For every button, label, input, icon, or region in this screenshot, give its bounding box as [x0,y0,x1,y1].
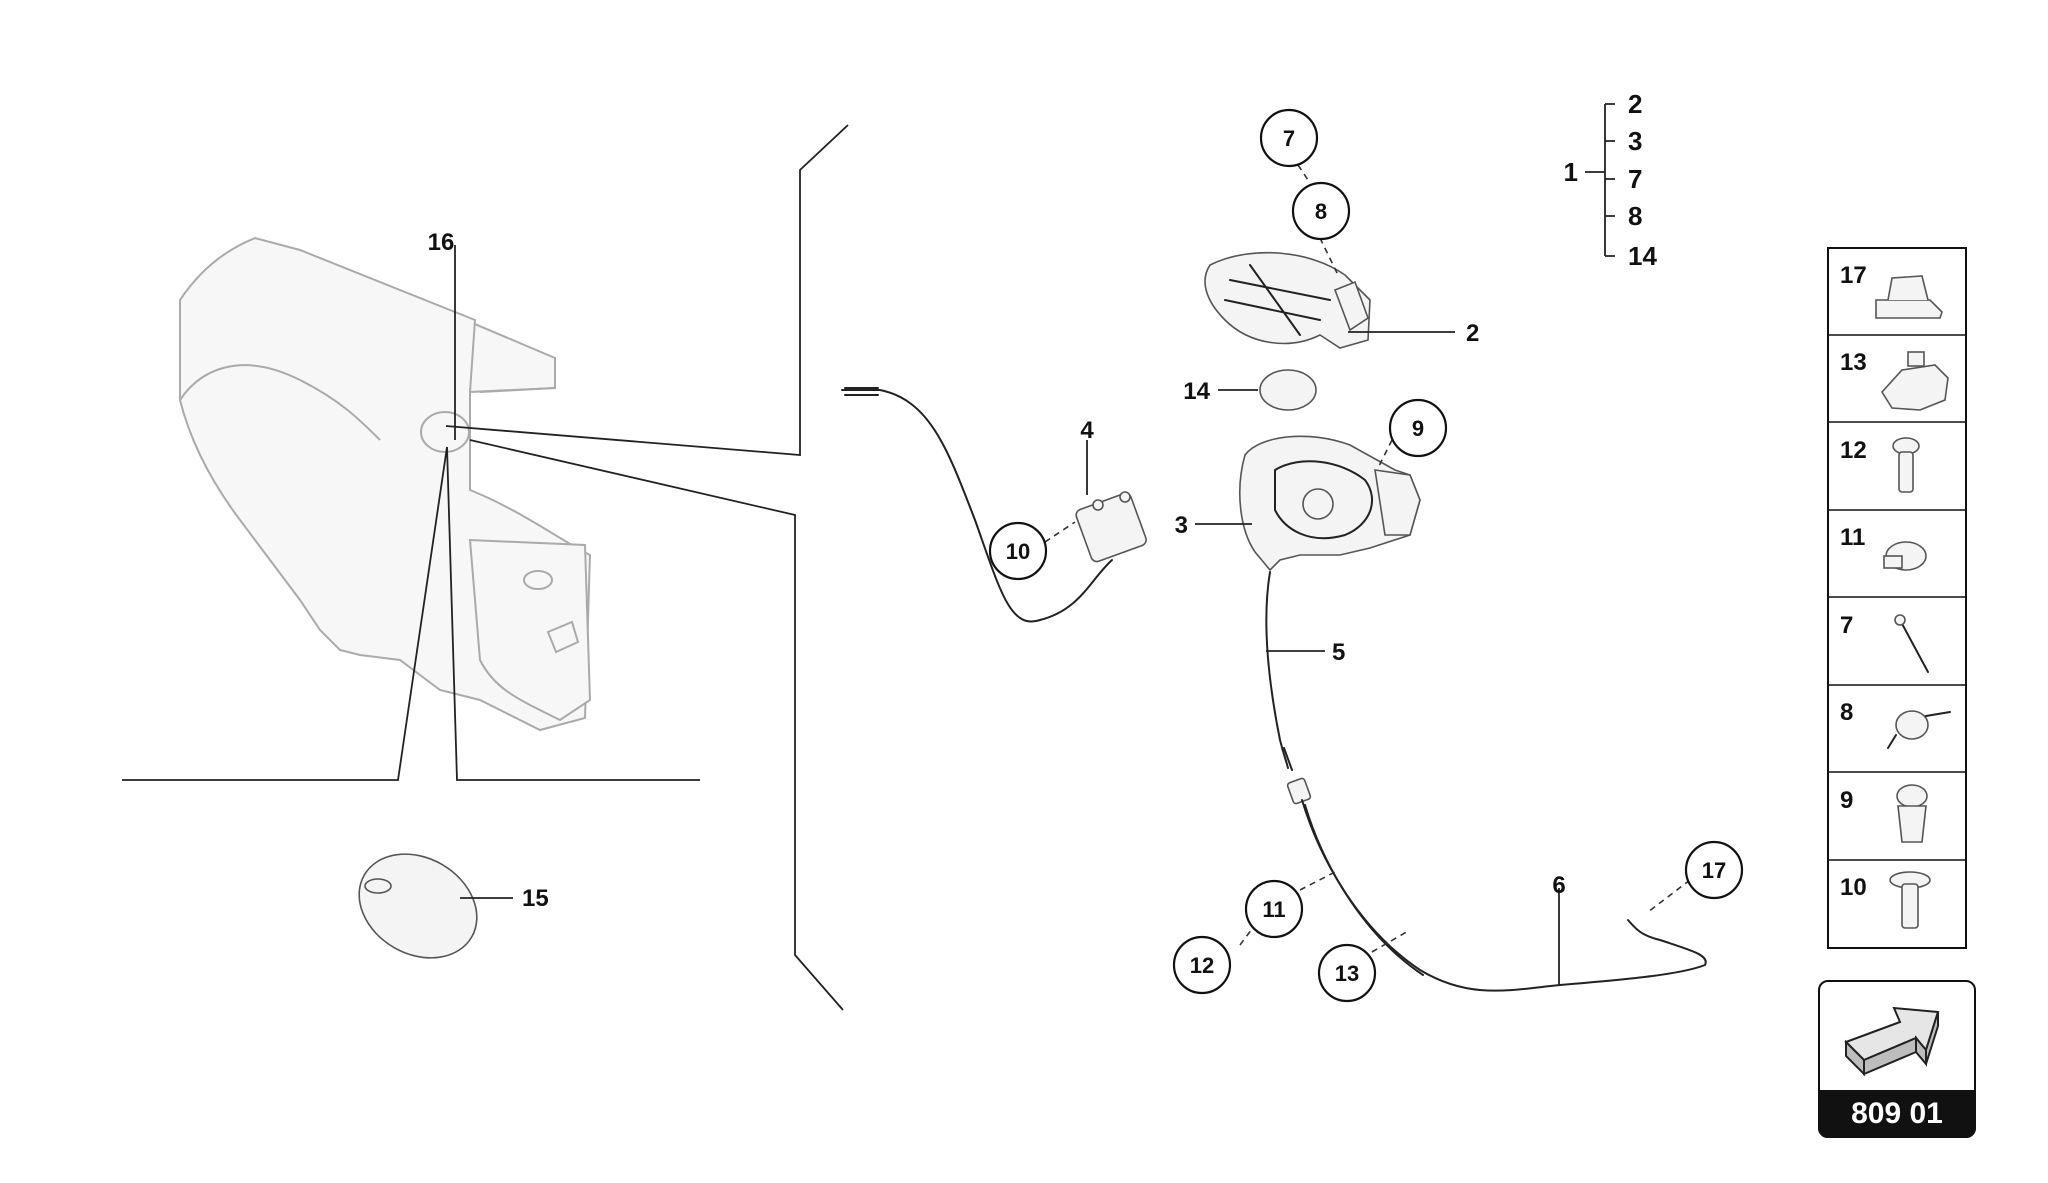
circled-9: 9 [1388,398,1448,458]
flange-screw-icon [1889,871,1931,929]
callout-2: 2 [1466,320,1479,347]
navigation-arrow-icon [1820,982,1974,1090]
bolt-icon [1896,784,1928,843]
svg-text:8: 8 [1315,199,1327,224]
panel-item-10: 10 [1840,874,1867,901]
svg-text:11: 11 [1262,897,1285,922]
bracket-child-3: 3 [1628,126,1642,156]
leader-7 [1297,164,1309,181]
fuel-flap-seal-disk-part [358,853,478,959]
drain-tube-part [1286,777,1707,992]
panel-item-11: 11 [1840,524,1865,551]
panel-item-17: 17 [1840,262,1867,289]
assembly-bracket: 1 2 3 7 8 14 [1564,89,1658,271]
svg-text:17: 17 [1702,858,1726,883]
circled-17: 17 [1684,840,1744,900]
circled-13: 13 [1317,943,1377,1003]
svg-text:13: 13 [1335,961,1359,986]
spring-clip-icon [1887,710,1951,749]
leader-12 [1239,924,1256,946]
callout-15: 15 [522,885,549,912]
drain-hose-part [1265,571,1293,771]
callout-6: 6 [1552,872,1565,899]
bracket-child-7: 7 [1628,164,1642,194]
page-reference-code: 809 01 [1818,1090,1976,1138]
leader-9 [1377,439,1393,469]
hardware-panel: 17 13 12 11 7 8 9 10 [1827,247,1967,949]
actuator-cable-part [841,387,1147,623]
bracket-child-2: 2 [1628,89,1642,119]
bracket-child-8: 8 [1628,201,1642,231]
circled-12: 12 [1172,935,1232,995]
leader-8 [1319,237,1339,276]
circled-10: 10 [988,521,1048,581]
callout-5: 5 [1332,639,1345,666]
callout-14: 14 [1183,378,1210,405]
bracket-parent-1: 1 [1564,157,1578,187]
fuel-filler-housing-part [1239,435,1421,572]
clip-icon [1875,275,1943,319]
panel-item-9: 9 [1840,787,1853,814]
panel-item-7: 7 [1840,612,1853,639]
svg-text:10: 10 [1006,539,1030,564]
panel-item-8: 8 [1840,699,1853,726]
hose-clamp-icon [1883,541,1927,571]
circled-8: 8 [1291,181,1351,241]
leader-13 [1371,929,1411,953]
svg-text:9: 9 [1412,416,1424,441]
panel-item-12: 12 [1840,437,1867,464]
callout-16: 16 [428,229,455,256]
cap-plug-part [1259,369,1317,411]
svg-text:7: 7 [1283,126,1295,151]
panel-item-13: 13 [1840,349,1867,376]
fuel-flap-cover-part [1204,251,1371,349]
circled-7: 7 [1259,108,1319,168]
bracket-child-14: 14 [1628,241,1657,271]
car-rear-quarter-illustration [179,236,592,732]
screw-icon [1892,437,1920,493]
svg-text:12: 12 [1190,953,1214,978]
circled-11: 11 [1244,879,1304,939]
page-reference-box: 809 01 [1818,980,1976,1138]
leader-11 [1299,871,1336,891]
callout-4: 4 [1080,417,1094,444]
spring-nut-icon [1881,351,1949,411]
callout-3: 3 [1175,512,1188,539]
zoom-callout-lines [122,124,849,1011]
leader-17 [1647,879,1691,913]
pin-icon [1894,614,1929,673]
